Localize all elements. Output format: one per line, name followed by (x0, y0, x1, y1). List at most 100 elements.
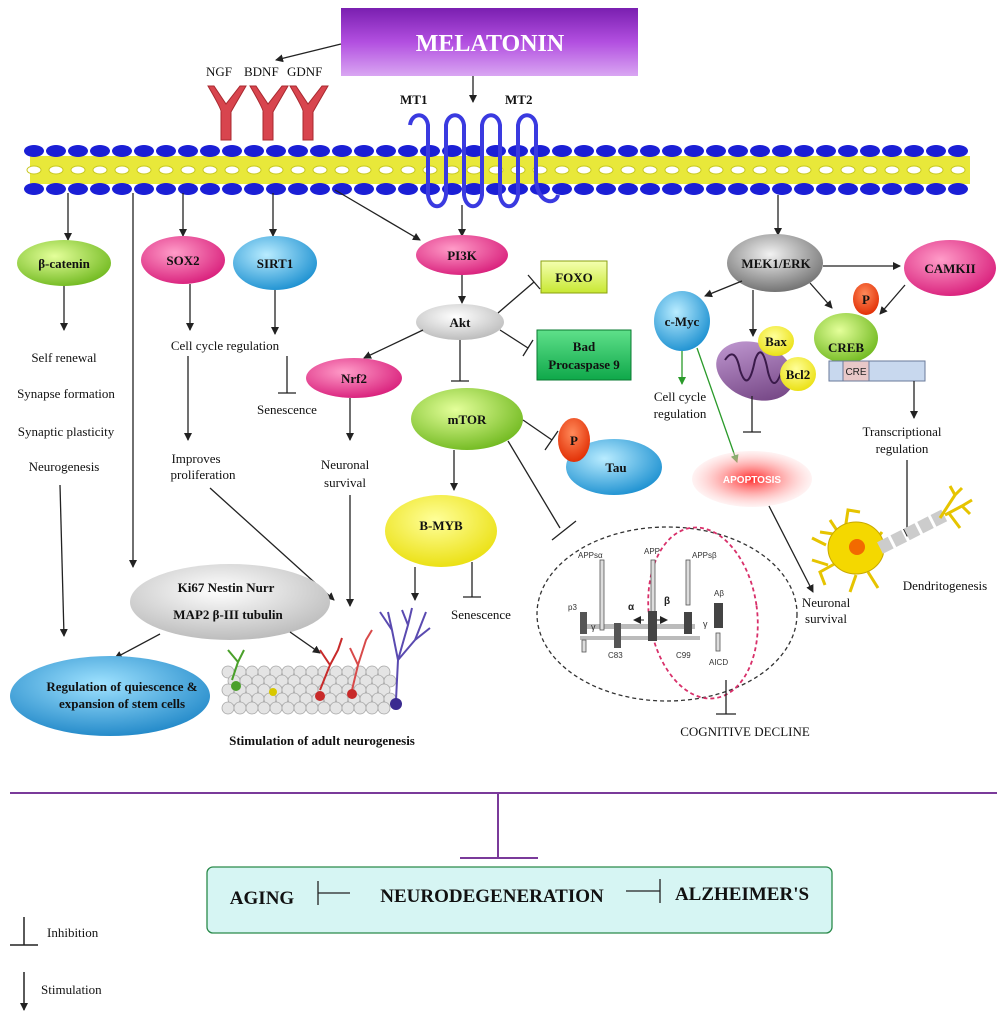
node-creb: CREB (814, 313, 878, 363)
label-synaptic-plasticity: Synaptic plasticity (18, 424, 115, 439)
cell-membrane (24, 145, 970, 195)
svg-text:mTOR: mTOR (448, 412, 487, 427)
node-bcl2: Bcl2 (780, 357, 816, 391)
app-processing-panel: APPsα APP APPsβ p3 Aβ α β γ γ C83 C99 AI… (536, 526, 798, 702)
label-senescence-bmyb: Senescence (451, 607, 511, 622)
svg-text:B-MYB: B-MYB (419, 518, 463, 533)
svg-text:CREB: CREB (828, 340, 864, 355)
label-aging: AGING (230, 888, 295, 909)
label-neurodegeneration: NEURODEGENERATION (380, 886, 604, 907)
svg-text:FOXO: FOXO (555, 270, 593, 285)
label-improves: Improves (171, 451, 220, 466)
label-dendritogenesis: Dendritogenesis (903, 578, 987, 593)
label-transcriptional-2: regulation (876, 441, 929, 456)
neurons-illustration (227, 607, 431, 710)
label-cell-cycle-1: Cell cycle (654, 389, 707, 404)
label-c99: C99 (676, 651, 691, 660)
svg-text:P: P (862, 292, 870, 307)
svg-text:Ki67 Nestin Nurr: Ki67 Nestin Nurr (178, 580, 275, 595)
label-cognitive-decline: COGNITIVE DECLINE (680, 724, 810, 739)
node-nrf2: Nrf2 (306, 358, 402, 398)
svg-text:APOPTOSIS: APOPTOSIS (723, 475, 781, 486)
svg-text:CAMKII: CAMKII (924, 261, 975, 276)
label-cell-cycle-regulation: Cell cycle regulation (171, 338, 280, 353)
svg-text:SOX2: SOX2 (166, 253, 199, 268)
svg-text:expansion of stem cells: expansion of stem cells (59, 696, 185, 711)
label-aicd: AICD (709, 658, 728, 667)
label-gdnf: GDNF (287, 64, 322, 79)
outcome-box: AGING NEURODEGENERATION ALZHEIMER'S (206, 866, 833, 934)
mitochondrion (716, 341, 794, 401)
svg-text:Bad: Bad (573, 339, 596, 354)
node-mtor: mTOR (411, 388, 523, 450)
svg-text:SIRT1: SIRT1 (257, 256, 293, 271)
label-neuronal-survival-1: Neuronal (802, 595, 851, 610)
label-alzheimers: ALZHEIMER'S (675, 884, 809, 905)
label-mt1: MT1 (400, 92, 427, 107)
melatonin-title: MELATONIN (416, 31, 565, 57)
node-stem-cells: Regulation of quiescence & expansion of … (10, 656, 210, 736)
node-beta-catenin: β-catenin (17, 240, 111, 286)
node-sox2: SOX2 (141, 236, 225, 284)
svg-text:Akt: Akt (450, 315, 472, 330)
label-neuronal-survival-2: survival (805, 611, 847, 626)
label-bdnf: BDNF (244, 64, 279, 79)
label-self-renewal: Self renewal (31, 350, 97, 365)
svg-text:Bax: Bax (765, 334, 787, 349)
node-foxo: FOXO (540, 260, 608, 294)
node-akt: Akt (416, 304, 504, 340)
label-mt2: MT2 (505, 92, 532, 107)
melatonin-box: MELATONIN (341, 8, 638, 76)
svg-text:CRE: CRE (845, 367, 866, 378)
svg-text:PI3K: PI3K (447, 248, 478, 263)
node-cre: CRE (828, 360, 926, 382)
growth-factor-receptors (207, 85, 329, 141)
label-neuronal-1: Neuronal (321, 457, 370, 472)
svg-text:MAP2 β-III tubulin: MAP2 β-III tubulin (173, 607, 283, 622)
svg-text:P: P (570, 433, 578, 448)
neurogenesis-illustration (221, 665, 397, 715)
node-camkii: CAMKII (904, 240, 996, 296)
node-mek-erk: MEK1/ERK (727, 234, 823, 292)
label-gamma-2: γ (703, 619, 708, 629)
label-neurogenesis: Neurogenesis (29, 459, 100, 474)
label-senescence-sirt1: Senescence (257, 402, 317, 417)
legend-inhibition: Inhibition (47, 925, 99, 940)
label-proliferation: proliferation (171, 467, 236, 482)
node-markers: Ki67 Nestin Nurr MAP2 β-III tubulin (130, 564, 330, 640)
svg-text:Bcl2: Bcl2 (786, 367, 811, 382)
mt-receptor-coil (408, 113, 560, 209)
label-app: APP (644, 547, 660, 556)
neuron-illustration (811, 485, 973, 593)
node-cmyc: c-Myc (654, 291, 710, 351)
label-survival-1: survival (324, 475, 366, 490)
node-phospho-tau: P (558, 418, 590, 462)
label-abeta: Aβ (714, 589, 724, 598)
legend: Inhibition Stimulation (10, 917, 102, 1011)
label-ngf: NGF (206, 64, 232, 79)
label-gamma-1: γ (591, 622, 596, 632)
node-bmyb: B-MYB (385, 495, 497, 567)
node-phospho-creb: P (853, 283, 879, 315)
label-alpha: α (628, 602, 635, 613)
label-stimulation-neurogenesis: Stimulation of adult neurogenesis (229, 733, 415, 748)
label-synapse-formation: Synapse formation (17, 386, 115, 401)
svg-text:Procaspase 9: Procaspase 9 (548, 357, 620, 372)
node-tau: Tau (566, 439, 662, 495)
arrow-melatonin-to-growth-factors (275, 43, 342, 63)
label-beta: β (664, 596, 670, 607)
node-sirt1: SIRT1 (233, 236, 317, 290)
label-c83: C83 (608, 651, 623, 660)
node-apoptosis: APOPTOSIS (692, 451, 812, 507)
svg-text:MEK1/ERK: MEK1/ERK (741, 256, 811, 271)
label-p3: p3 (568, 603, 577, 612)
svg-text:Tau: Tau (605, 460, 626, 475)
label-cell-cycle-2: regulation (654, 406, 707, 421)
svg-text:c-Myc: c-Myc (665, 314, 700, 329)
node-bax: Bax (758, 326, 794, 356)
label-apps-beta: APPsβ (692, 551, 717, 560)
svg-text:Nrf2: Nrf2 (341, 371, 367, 386)
label-transcriptional-1: Transcriptional (863, 424, 942, 439)
